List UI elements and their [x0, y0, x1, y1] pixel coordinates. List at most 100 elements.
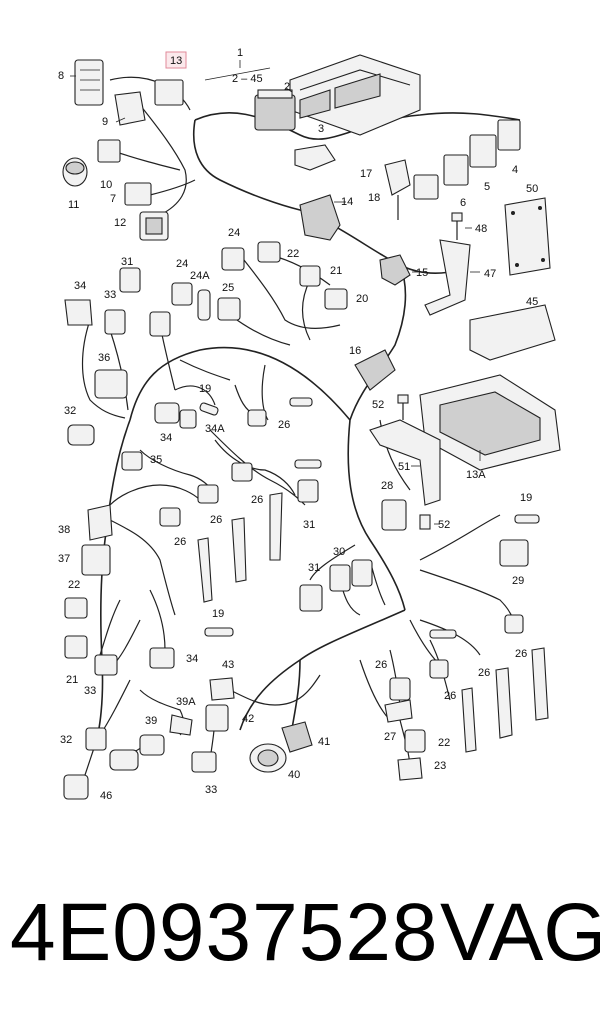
connector-46: [63, 774, 89, 800]
callout-label: 34: [160, 432, 172, 444]
callout-label: 1: [237, 47, 243, 59]
connector-3: [294, 144, 336, 171]
injector-26-1: [197, 537, 213, 603]
connector-27: [384, 699, 413, 723]
connector-37: [81, 544, 111, 576]
callout-label: 34: [74, 280, 86, 292]
connector-31-b: [297, 479, 319, 503]
callout-label: 19: [520, 492, 532, 504]
connector-39A: [169, 714, 193, 736]
callout-label: 24A: [190, 270, 210, 282]
callout-label: 26: [444, 690, 456, 702]
callout-label: 42: [242, 713, 254, 725]
callout-label: 48: [475, 223, 487, 235]
callout-label: 22: [438, 737, 450, 749]
bolt-52-top: [397, 394, 409, 420]
callout-label: 7: [110, 193, 116, 205]
leader-lines: [70, 60, 481, 525]
callout-label: 37: [58, 553, 70, 565]
connector-20: [324, 288, 348, 310]
callout-label: 9: [102, 116, 108, 128]
sensor-11: [62, 157, 88, 187]
callout-label: 26: [210, 514, 222, 526]
callout-label: 20: [356, 293, 368, 305]
callout-label: 16: [349, 345, 361, 357]
brand-label: VAG: [440, 887, 600, 978]
connector-8: [74, 59, 104, 106]
callout-label: 14: [341, 196, 353, 208]
connector-26-b: [231, 462, 253, 482]
connector-34-mid: [154, 402, 180, 424]
callout-label: 31: [308, 562, 320, 574]
callout-label: 34: [186, 653, 198, 665]
callout-label: 17: [360, 168, 372, 180]
plate-50: [504, 197, 551, 276]
connector-30-b: [351, 559, 373, 587]
callout-label: 26: [478, 667, 490, 679]
bracket-51: [369, 419, 441, 506]
connector-32-low: [85, 727, 107, 751]
callout-label: 33: [84, 685, 96, 697]
callout-label: 19: [199, 383, 211, 395]
callout-label: 30: [333, 546, 345, 558]
callout-label: 33: [104, 289, 116, 301]
callout-label: 8: [58, 70, 64, 82]
connector-31-low: [299, 584, 323, 612]
connector-33-top: [104, 309, 126, 335]
bolt-52-bottom: [419, 514, 431, 530]
connector-26-g: [504, 614, 524, 634]
connector-23: [397, 757, 423, 781]
callout-label: 51: [398, 461, 410, 473]
callout-label: 2: [284, 81, 290, 93]
callout-label: 26: [515, 648, 527, 660]
connector-21-left: [64, 635, 88, 659]
part-number: 4E0937528: [10, 887, 439, 978]
connector-10: [97, 139, 121, 163]
connector-5: [469, 134, 497, 168]
callout-label: 35: [150, 454, 162, 466]
callout-label: 15: [416, 267, 428, 279]
sensor-46-body: [109, 749, 139, 771]
connector-24A: [197, 289, 211, 321]
connector-26-e: [429, 659, 449, 679]
callout-label: 24: [176, 258, 188, 270]
callout-label: 46: [100, 790, 112, 802]
callout-label: 38: [58, 524, 70, 536]
callout-label: 2 – 45: [232, 73, 263, 85]
callout-label-highlighted: 13: [170, 55, 182, 67]
callout-label: 5: [484, 181, 490, 193]
callout-label: 28: [381, 480, 393, 492]
callout-label: 26: [174, 536, 186, 548]
callout-label: 31: [303, 519, 315, 531]
connector-32-top: [67, 424, 95, 446]
callout-label: 26: [278, 419, 290, 431]
bracket-16: [354, 349, 396, 391]
callout-label: 13A: [466, 469, 486, 481]
connector-24-b: [171, 282, 193, 306]
callout-label: 27: [384, 731, 396, 743]
injector-26-3: [269, 492, 283, 561]
control-unit: [289, 54, 421, 136]
connector-29: [499, 539, 529, 567]
connector-34A: [179, 409, 197, 429]
injector-26-4: [461, 687, 477, 753]
callout-label: 52: [438, 519, 450, 531]
bracket-47: [424, 239, 471, 316]
callout-labels: 8 13 1 2 – 45 2 9 3 10 11 7 12 4 5 6 17 …: [58, 47, 538, 802]
callout-label: 19: [212, 608, 224, 620]
connector-9: [114, 91, 146, 126]
callout-label: 25: [222, 282, 234, 294]
injector-26-5: [495, 667, 513, 739]
connector-4: [497, 119, 521, 151]
callout-label: 21: [330, 265, 342, 277]
connector-26-c: [197, 484, 219, 504]
connector-13: [154, 51, 187, 106]
callout-label: 12: [114, 217, 126, 229]
sensor-40: [249, 743, 287, 773]
callout-label: 40: [288, 769, 300, 781]
connector-31-mid: [149, 311, 171, 337]
connector-35: [121, 451, 143, 471]
connector-6: [443, 154, 469, 186]
bracket-45: [469, 304, 556, 361]
glow-plug-19-3: [294, 459, 322, 469]
